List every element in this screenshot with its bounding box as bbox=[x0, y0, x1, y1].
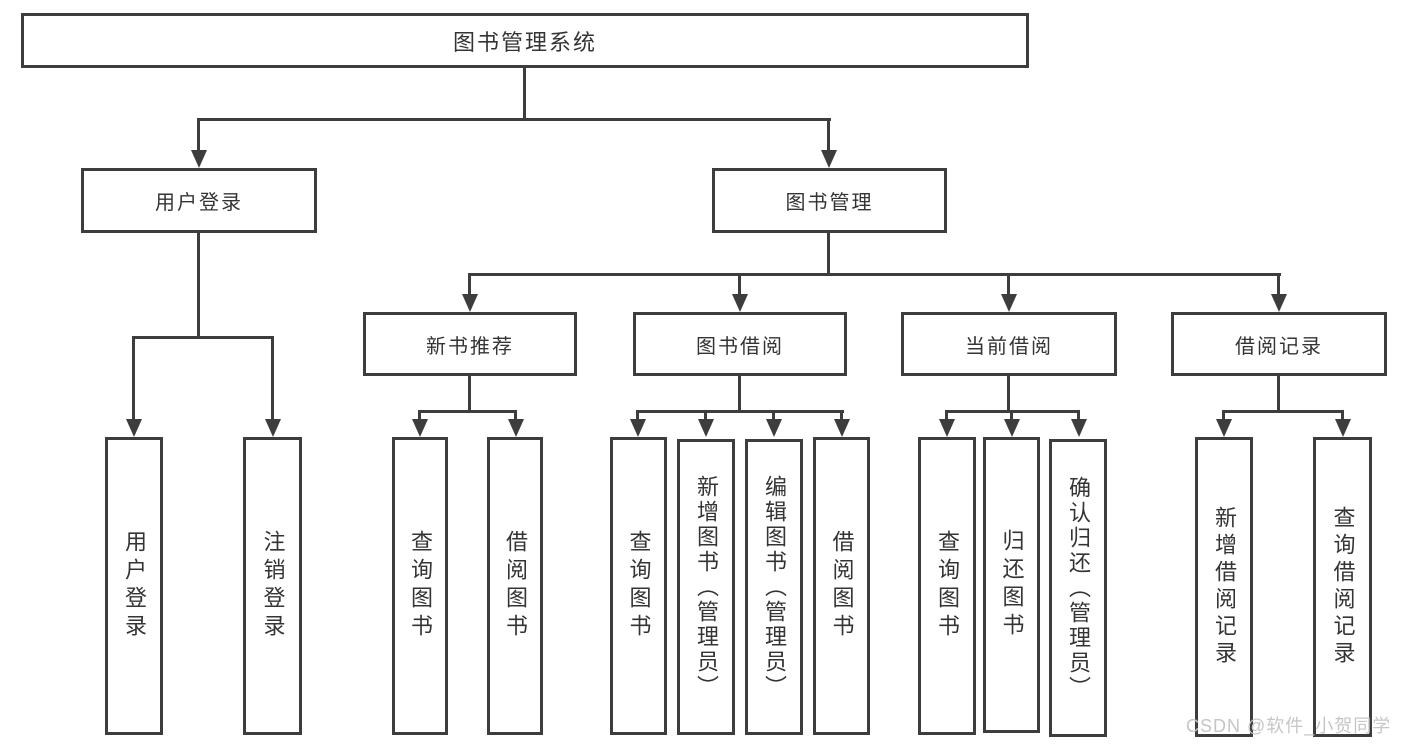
connector-bb-leaf3-stem bbox=[772, 410, 775, 422]
node-book-borrow-label: 图书借阅 bbox=[696, 335, 784, 358]
arrow-down-borrow-records bbox=[1271, 294, 1287, 312]
arrow-down-cb-query bbox=[939, 419, 955, 437]
arrow-down-nbr-borrow bbox=[508, 419, 524, 437]
arrow-down-user-login bbox=[191, 150, 207, 168]
connector-root-branch bbox=[197, 118, 831, 121]
node-root: 图书管理系统 bbox=[21, 13, 1029, 68]
arrow-down-book-mgmt bbox=[821, 150, 837, 168]
arrow-down-br-add bbox=[1216, 419, 1232, 437]
leaf-br-query-record-label: 查询借阅记录 bbox=[1330, 506, 1356, 668]
leaf-bb-query-books: 查询图书 bbox=[610, 437, 667, 735]
watermark-text: CSDN @软件_小贺同学 bbox=[1186, 716, 1392, 736]
leaf-cb-query-books-label: 查询图书 bbox=[935, 530, 960, 642]
leaf-bb-query-books-label: 查询图书 bbox=[626, 530, 652, 642]
connector-bb-down bbox=[738, 376, 741, 413]
connector-br-leaf1-stem bbox=[1222, 410, 1225, 422]
arrow-down-current-borrow bbox=[1001, 294, 1017, 312]
leaf-br-add-record-label: 新增借阅记录 bbox=[1212, 506, 1237, 668]
leaf-bb-add-books-admin: 新增图书（管理员） bbox=[677, 439, 735, 735]
arrow-down-leaf-login bbox=[126, 419, 142, 437]
node-user-login: 用户登录 bbox=[81, 168, 317, 233]
connector-user-login-down bbox=[197, 233, 200, 339]
arrow-down-bb-edit bbox=[766, 419, 782, 437]
node-current-borrow: 当前借阅 bbox=[901, 312, 1117, 376]
connector-nbr-branch bbox=[418, 410, 517, 413]
node-user-login-label: 用户登录 bbox=[155, 192, 243, 214]
connector-bb-stem bbox=[738, 273, 741, 297]
node-book-management: 图书管理 bbox=[712, 168, 947, 233]
node-borrow-records: 借阅记录 bbox=[1171, 312, 1387, 376]
arrow-down-cb-confirm bbox=[1071, 419, 1087, 437]
connector-bb-branch bbox=[636, 410, 844, 413]
node-borrow-records-label: 借阅记录 bbox=[1235, 335, 1323, 358]
leaf-cb-confirm-return-admin-label: 确认归还（管理员） bbox=[1066, 475, 1091, 701]
connector-cb-leaf2-stem bbox=[1010, 410, 1013, 422]
leaf-bb-borrow-books-label: 借阅图书 bbox=[829, 530, 855, 642]
arrow-down-bb-query bbox=[630, 419, 646, 437]
node-book-borrow: 图书借阅 bbox=[633, 312, 847, 376]
leaf-logout: 注销登录 bbox=[243, 437, 302, 735]
leaf-bb-borrow-books: 借阅图书 bbox=[813, 437, 870, 735]
node-current-borrow-label: 当前借阅 bbox=[965, 335, 1053, 358]
connector-br-stem bbox=[1277, 273, 1280, 297]
arrow-down-bb-add bbox=[698, 419, 714, 437]
leaf-cb-return-books: 归还图书 bbox=[983, 437, 1040, 733]
connector-cb-leaf1-stem bbox=[945, 410, 948, 422]
leaf-nbr-borrow-books-label: 借阅图书 bbox=[503, 530, 528, 642]
leaf-cb-query-books: 查询图书 bbox=[918, 437, 976, 735]
arrow-down-leaf-logout bbox=[265, 419, 281, 437]
arrow-down-bb-borrow bbox=[834, 419, 850, 437]
connector-book-mgmt-down bbox=[827, 233, 830, 276]
leaf-bb-edit-books-admin: 编辑图书（管理员） bbox=[745, 439, 803, 735]
connector-cb-leaf3-stem bbox=[1077, 410, 1080, 422]
arrow-down-book-borrow bbox=[732, 294, 748, 312]
leaf-nbr-borrow-books: 借阅图书 bbox=[487, 437, 543, 735]
connector-user-login-branch bbox=[132, 336, 274, 339]
leaf-bb-add-books-admin-label: 新增图书（管理员） bbox=[694, 474, 719, 700]
leaf-logout-label: 注销登录 bbox=[260, 530, 286, 642]
connector-br-branch bbox=[1222, 410, 1344, 413]
watermark: CSDN @软件_小贺同学 bbox=[1186, 712, 1391, 738]
connector-bb-leaf1-stem bbox=[636, 410, 639, 422]
connector-nbr-leaf2-stem bbox=[514, 410, 517, 422]
connector-br-down bbox=[1277, 376, 1280, 413]
connector-user-login-stem bbox=[197, 118, 200, 154]
connector-nbr-leaf1-stem bbox=[418, 410, 421, 422]
connector-nbr-stem bbox=[468, 273, 471, 297]
arrow-down-nbr-query bbox=[412, 419, 428, 437]
connector-nbr-down bbox=[468, 376, 471, 413]
leaf-cb-return-books-label: 归还图书 bbox=[999, 529, 1025, 641]
arrow-down-br-query bbox=[1335, 419, 1351, 437]
connector-root-stem bbox=[523, 68, 526, 120]
leaf-br-add-record: 新增借阅记录 bbox=[1195, 437, 1253, 737]
leaf-user-login: 用户登录 bbox=[105, 437, 163, 735]
leaf-user-login-label: 用户登录 bbox=[122, 530, 147, 642]
leaf-nbr-query-books-label: 查询图书 bbox=[408, 530, 433, 642]
connector-cb-down bbox=[1007, 376, 1010, 413]
connector-leaf-logout-stem bbox=[271, 336, 274, 421]
connector-book-mgmt-stem bbox=[827, 118, 830, 154]
connector-cb-stem bbox=[1007, 273, 1010, 297]
connector-br-leaf2-stem bbox=[1341, 410, 1344, 422]
connector-bb-leaf2-stem bbox=[704, 410, 707, 422]
node-new-book-recommend: 新书推荐 bbox=[363, 312, 577, 376]
leaf-cb-confirm-return-admin: 确认归还（管理员） bbox=[1049, 439, 1107, 737]
node-book-management-label: 图书管理 bbox=[785, 192, 874, 214]
connector-leaf-login-stem bbox=[132, 336, 135, 421]
node-root-label: 图书管理系统 bbox=[452, 29, 597, 55]
leaf-nbr-query-books: 查询图书 bbox=[392, 437, 448, 735]
node-new-book-recommend-label: 新书推荐 bbox=[426, 335, 514, 358]
arrow-down-new-book-recommend bbox=[462, 294, 478, 312]
connector-book-mgmt-branch bbox=[468, 273, 1281, 276]
leaf-br-query-record: 查询借阅记录 bbox=[1313, 437, 1372, 737]
arrow-down-cb-return bbox=[1004, 419, 1020, 437]
leaf-bb-edit-books-admin-label: 编辑图书（管理员） bbox=[762, 474, 787, 700]
connector-bb-leaf4-stem bbox=[840, 410, 843, 422]
